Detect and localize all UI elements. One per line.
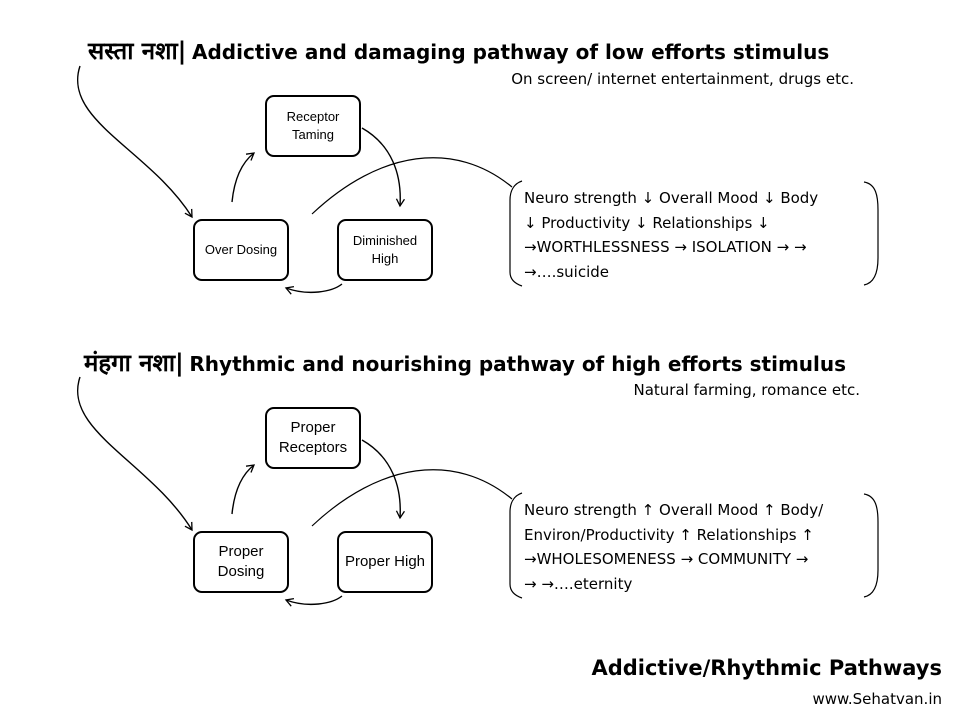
entry-arrow-2 [77,376,193,532]
effects-bracket-right-2 [863,493,879,598]
arrow-receptor-to-diminished [361,127,405,208]
feed-curve-2 [311,469,513,527]
node-receptor-taming: Receptor Taming [265,95,361,157]
node-proper-dosing: Proper Dosing [193,531,289,593]
heading-hindi: सस्ता नशा [88,37,178,65]
section-heading: सस्ता नशा| Addictive and damaging pathwa… [88,34,829,67]
effects-line: → →….eternity [524,574,633,593]
arrow-over-to-receptor [231,152,256,203]
effects-bracket-left-1 [509,180,523,287]
effects-line: →….suicide [524,262,609,281]
section-heading: मंहगा नशा| Rhythmic and nourishing pathw… [84,346,846,379]
effects-list: Neuro strength ↑ Overall Mood ↑ Body/ En… [524,498,823,596]
feed-curve-1 [311,157,513,215]
heading-hindi: मंहगा नशा [84,349,176,377]
entry-arrow-1 [77,65,193,219]
node-proper-receptors: Proper Receptors [265,407,361,469]
heading-english: Rhythmic and nourishing pathway of high … [189,352,847,376]
section-subtitle: Natural farming, romance etc. [633,381,860,399]
node-over-dosing: Over Dosing [193,219,289,281]
effects-line: Neuro strength ↑ Overall Mood ↑ Body/ [524,501,824,519]
effects-line: Neuro strength ↓ Overall Mood ↓ Body [524,189,819,207]
effects-line: Environ/Productivity ↑ Relationships ↑ [524,525,814,544]
section-subtitle: On screen/ internet entertainment, drugs… [511,70,854,88]
arrow-high-to-dosing [284,595,343,607]
heading-separator: | [177,37,187,65]
effects-bracket-left-2 [509,492,523,599]
effects-line: →WORTHLESSNESS → ISOLATION → → [524,238,807,256]
effects-bracket-right-1 [863,181,879,286]
effects-line: ↓ Productivity ↓ Relationships ↓ [524,213,770,232]
footer-website: www.Sehatvan.in [812,690,942,708]
arrow-receptors-to-high [361,439,405,520]
node-proper-high: Proper High [337,531,433,593]
effects-line: →WHOLESOMENESS → COMMUNITY → [524,550,809,568]
arrow-dosing-to-receptors [231,464,256,515]
node-diminished-high: Diminished High [337,219,433,281]
heading-separator: | [175,349,184,377]
effects-list: Neuro strength ↓ Overall Mood ↓ Body ↓ P… [524,186,818,284]
heading-english: Addictive and damaging pathway of low ef… [192,40,830,64]
arrow-diminished-to-over [284,283,343,295]
footer-title: Addictive/Rhythmic Pathways [591,656,942,680]
